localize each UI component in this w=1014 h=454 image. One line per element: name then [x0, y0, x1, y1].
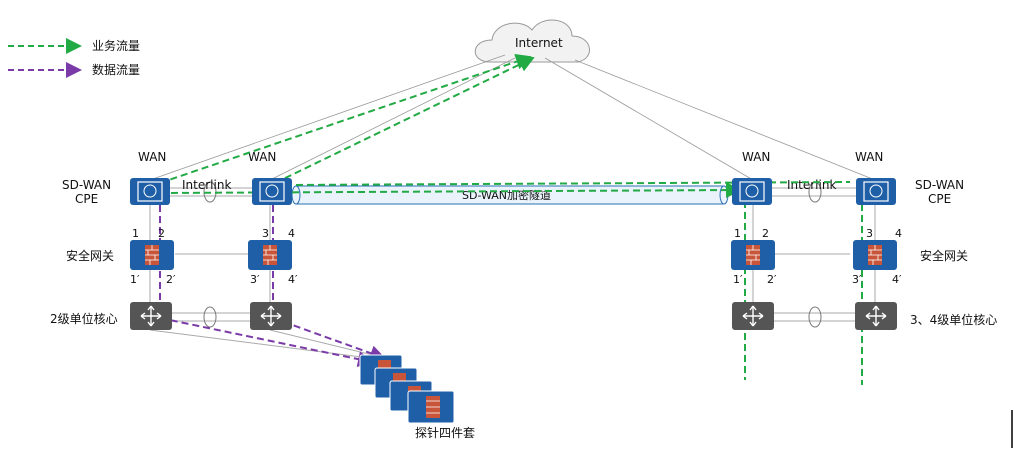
- cpe-left-label-2: CPE: [75, 192, 98, 206]
- port-top-7: 3: [866, 227, 873, 240]
- wan-label-4: WAN: [855, 150, 883, 164]
- cpe-router-1: [130, 178, 170, 205]
- port-top-8: 4: [895, 227, 902, 240]
- core-switch-3: [732, 302, 774, 330]
- port-top-4: 4: [288, 227, 295, 240]
- lateral-links: [170, 187, 856, 322]
- security-gateway-3: [731, 240, 775, 270]
- core-switch-4: [855, 302, 897, 330]
- cpe-router-2: [252, 178, 292, 205]
- security-gateway-1: [130, 240, 174, 270]
- sd-wan-tunnel: SD-WAN加密隧道: [291, 185, 729, 205]
- cpe-left-label-1: SD-WAN: [62, 178, 111, 192]
- wan-label-1: WAN: [138, 150, 166, 164]
- gateway-right-label: 安全网关: [920, 248, 968, 263]
- cpe-router-3: [732, 178, 772, 205]
- probe-label: 探针四件套: [415, 425, 475, 440]
- legend: 业务流量 数据流量: [8, 38, 140, 78]
- port-labels: 1 2 3 4 1 2 3 4 1′ 2′ 3′ 4′ 1′ 2′ 3′ 4′: [130, 227, 902, 286]
- port-top-6: 2: [762, 227, 769, 240]
- cpe-right-label-1: SD-WAN: [915, 178, 964, 192]
- probe-stack: [359, 354, 455, 424]
- security-gateway-4: [853, 240, 897, 270]
- internet-label: Internet: [515, 36, 563, 50]
- port-bottom-6: 2′: [767, 273, 777, 286]
- port-top-2: 2: [158, 227, 165, 240]
- core-left-label: 2级单位核心: [50, 311, 118, 326]
- internet-cloud: Internet: [474, 19, 590, 63]
- port-bottom-4: 4′: [288, 273, 298, 286]
- port-top-3: 3: [262, 227, 269, 240]
- core-switch-1: [130, 302, 172, 330]
- data-flow: [159, 205, 386, 367]
- security-gateway-2: [248, 240, 292, 270]
- legend-data-label: 数据流量: [92, 62, 140, 77]
- cpe-right-label-2: CPE: [928, 192, 951, 206]
- probe-device-4: [407, 390, 455, 424]
- port-bottom-7: 3′: [852, 273, 862, 286]
- port-top-5: 1: [734, 227, 741, 240]
- port-bottom-8: 4′: [892, 273, 902, 286]
- gateway-left-label: 安全网关: [66, 248, 114, 263]
- wan-label-3: WAN: [742, 150, 770, 164]
- wan-label-2: WAN: [248, 150, 276, 164]
- wan-links: [149, 54, 876, 181]
- port-bottom-3: 3′: [250, 273, 260, 286]
- core-link-ellipse-right: [808, 306, 822, 328]
- core-link-ellipse-left: [203, 306, 217, 328]
- port-bottom-2: 2′: [166, 273, 176, 286]
- interlink-left-label: Interlink: [182, 178, 231, 192]
- interlink-right-label: Interlink: [787, 178, 836, 192]
- port-bottom-5: 1′: [733, 273, 743, 286]
- core-right-label: 3、4级单位核心: [910, 312, 997, 327]
- port-bottom-1: 1′: [130, 273, 140, 286]
- port-top-1: 1: [132, 227, 139, 240]
- legend-business-label: 业务流量: [92, 38, 140, 53]
- cpe-router-4: [856, 178, 896, 205]
- core-switch-2: [250, 302, 292, 330]
- business-flow: [159, 53, 863, 385]
